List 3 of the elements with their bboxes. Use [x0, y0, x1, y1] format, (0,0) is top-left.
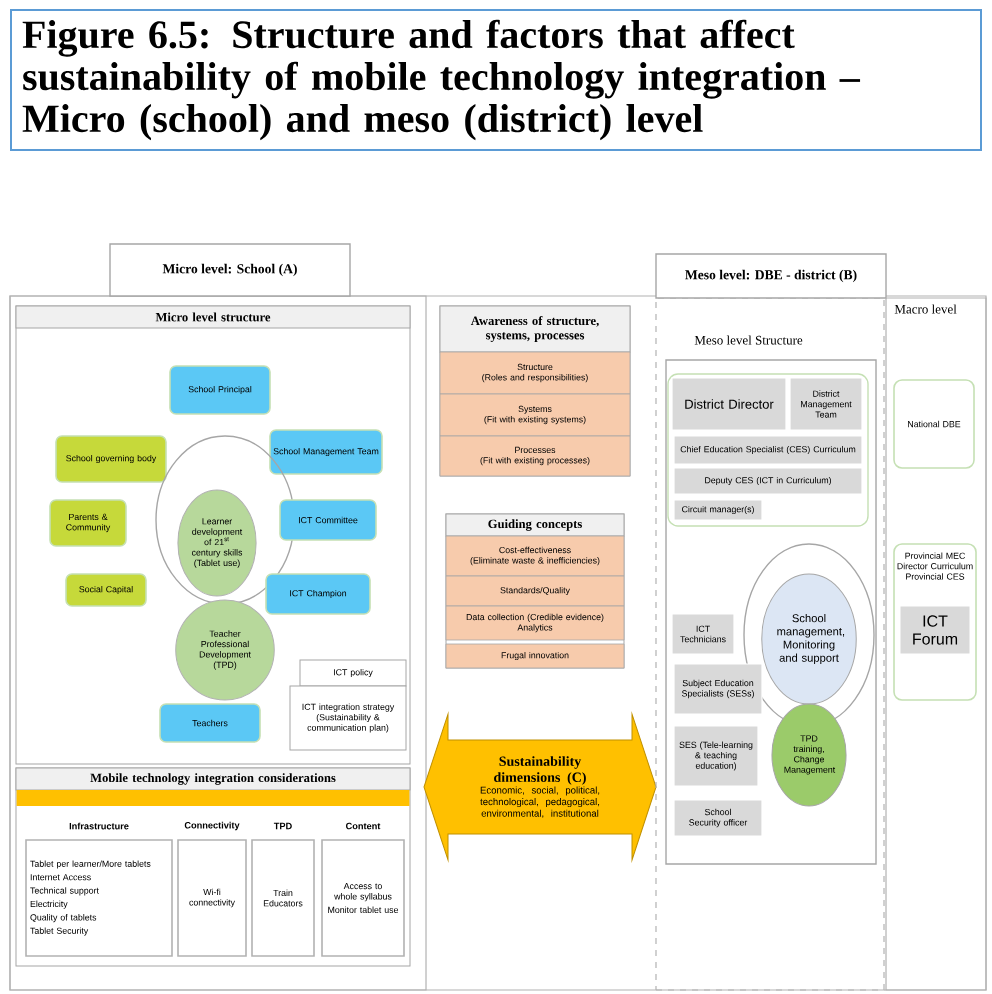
- figure-title: Figure 6.5: Structure and factors that affect sustainability of mobile technology integration – Micro (school) and meso (district) level: [10, 9, 982, 151]
- forum-box: ICT Forum: [899, 605, 971, 655]
- group-box: [667, 373, 869, 527]
